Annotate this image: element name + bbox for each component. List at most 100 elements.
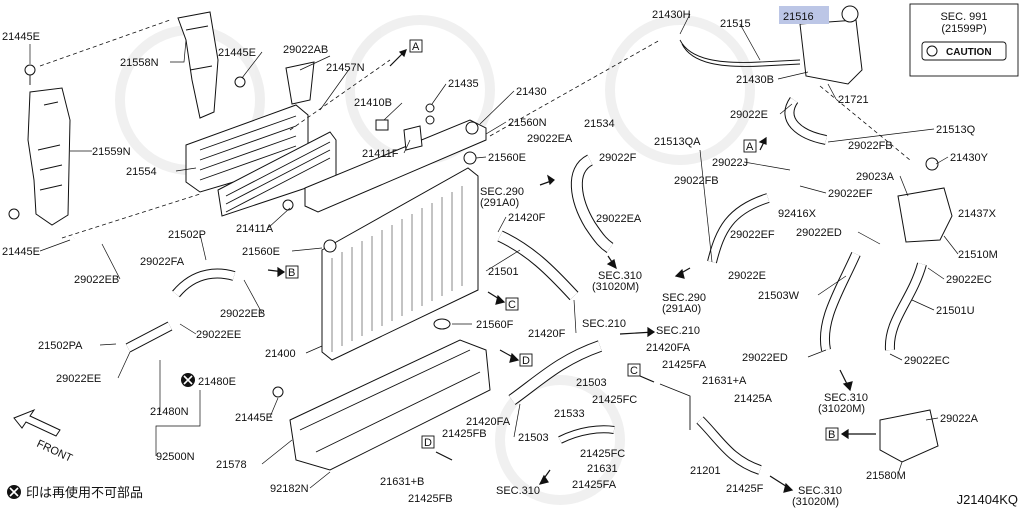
label-21534[interactable]: 21534 bbox=[584, 118, 615, 130]
mount-21560F[interactable] bbox=[433, 318, 451, 330]
label-21501[interactable]: 21501 bbox=[488, 266, 519, 278]
label-21430[interactable]: 21430 bbox=[516, 86, 547, 98]
label-29022EC-a[interactable]: 29022EC bbox=[946, 274, 992, 286]
label-21457N[interactable]: 21457N bbox=[326, 62, 365, 74]
label-21420FA-a[interactable]: 21420FA bbox=[646, 342, 691, 354]
label-21425FB-a[interactable]: 21425FB bbox=[442, 428, 487, 440]
reservoir-tank-21510M[interactable] bbox=[897, 187, 953, 243]
label-SEC310-d2[interactable]: (31020M) bbox=[818, 403, 865, 415]
hose-21502P[interactable] bbox=[172, 268, 236, 298]
mount-21560E-a[interactable] bbox=[463, 151, 477, 165]
label-21533[interactable]: 21533 bbox=[554, 408, 585, 420]
label-29022F[interactable]: 29022F bbox=[599, 152, 637, 164]
label-21631B[interactable]: 21631+B bbox=[380, 476, 424, 488]
label-21560N[interactable]: 21560N bbox=[508, 117, 547, 129]
label-29022FB-a[interactable]: 29022FB bbox=[848, 140, 893, 152]
label-21559N[interactable]: 21559N bbox=[92, 146, 131, 158]
hose-21534[interactable] bbox=[570, 154, 614, 253]
bolt-21411A[interactable] bbox=[282, 199, 294, 211]
label-29022EF-b[interactable]: 29022EF bbox=[730, 229, 775, 241]
under-cover-21578[interactable] bbox=[289, 339, 491, 471]
label-21430H[interactable]: 21430H bbox=[652, 9, 691, 21]
pump-21580M[interactable] bbox=[879, 409, 939, 463]
label-21554[interactable]: 21554 bbox=[126, 166, 157, 178]
reservoir-tank-21721[interactable] bbox=[799, 19, 863, 85]
label-21445E-b[interactable]: 21445E bbox=[218, 47, 256, 59]
label-21430Y[interactable]: 21430Y bbox=[950, 152, 989, 164]
clip-21410B[interactable] bbox=[375, 119, 389, 131]
air-guide-21559N[interactable] bbox=[27, 87, 71, 226]
label-21558N[interactable]: 21558N bbox=[120, 57, 159, 69]
label-21560E-b[interactable]: 21560E bbox=[242, 246, 280, 258]
label-21578[interactable]: 21578 bbox=[216, 459, 247, 471]
label-SEC290-a[interactable]: SEC.290 bbox=[480, 186, 524, 198]
label-21502PA[interactable]: 21502PA bbox=[38, 340, 83, 352]
label-SEC310-c2[interactable]: (31020M) bbox=[792, 496, 839, 508]
label-29022FB-b[interactable]: 29022FB bbox=[674, 175, 719, 187]
label-SEC290-a2[interactable]: (291A0) bbox=[480, 197, 519, 209]
pipe-21425FA[interactable] bbox=[659, 383, 691, 430]
label-29022ED-b[interactable]: 29022ED bbox=[742, 352, 788, 364]
label-21480N[interactable]: 21480N bbox=[150, 406, 189, 418]
label-SEC310-a[interactable]: SEC.310 bbox=[598, 270, 642, 282]
label-29022ED-a[interactable]: 29022ED bbox=[796, 227, 842, 239]
clip-21445E-mid[interactable] bbox=[234, 76, 246, 88]
label-21560E-a[interactable]: 21560E bbox=[488, 152, 526, 164]
label-21430B[interactable]: 21430B bbox=[736, 74, 774, 86]
label-29022EC-b[interactable]: 29022EC bbox=[904, 355, 950, 367]
label-21513Q[interactable]: 21513Q bbox=[936, 124, 976, 136]
label-21420F-a[interactable]: 21420F bbox=[508, 212, 546, 224]
pipe-21480N[interactable] bbox=[125, 321, 173, 353]
air-guide-21558N[interactable] bbox=[177, 11, 219, 119]
clip-21445E-cover[interactable] bbox=[272, 386, 284, 398]
label-SEC290-b2[interactable]: (291A0) bbox=[662, 303, 701, 315]
label-21425FC-b[interactable]: 21425FC bbox=[580, 448, 625, 460]
label-21510M[interactable]: 21510M bbox=[958, 249, 998, 261]
label-21400[interactable]: 21400 bbox=[265, 348, 296, 360]
label-29022EE-a[interactable]: 29022EE bbox=[196, 329, 241, 341]
label-SEC310-a2[interactable]: (31020M) bbox=[592, 281, 639, 293]
label-29022EB-a[interactable]: 29022EB bbox=[74, 274, 119, 286]
label-21420FA-b[interactable]: 21420FA bbox=[466, 416, 511, 428]
bolt-21435[interactable] bbox=[425, 103, 435, 125]
label-29022EA-b[interactable]: 29022EA bbox=[596, 213, 642, 225]
label-21503-b[interactable]: 21503 bbox=[518, 432, 549, 444]
label-29022J[interactable]: 29022J bbox=[712, 157, 748, 169]
label-21502P[interactable]: 21502P bbox=[168, 229, 206, 241]
radiator-21400[interactable] bbox=[304, 119, 487, 361]
label-21631[interactable]: 21631 bbox=[587, 463, 618, 475]
label-21201[interactable]: 21201 bbox=[690, 465, 721, 477]
hose-21501[interactable] bbox=[497, 230, 579, 301]
label-21410B[interactable]: 21410B bbox=[354, 97, 392, 109]
hose-21513Q[interactable] bbox=[784, 97, 828, 145]
label-21503W[interactable]: 21503W bbox=[758, 290, 800, 302]
label-29022E-a[interactable]: 29022E bbox=[730, 109, 768, 121]
label-29022A[interactable]: 29022A bbox=[940, 413, 979, 425]
hose-21503W[interactable] bbox=[819, 251, 861, 351]
label-21437X[interactable]: 21437X bbox=[958, 208, 997, 220]
label-21425FA-b[interactable]: 21425FA bbox=[572, 479, 617, 491]
label-21411F[interactable]: 21411F bbox=[362, 148, 399, 160]
label-SEC210-b[interactable]: SEC.210 bbox=[656, 325, 700, 337]
label-21501U[interactable]: 21501U bbox=[936, 305, 975, 317]
label-SEC310-b[interactable]: SEC.310 bbox=[496, 485, 540, 497]
label-21580M[interactable]: 21580M bbox=[866, 470, 906, 482]
label-21411A[interactable]: 21411A bbox=[236, 223, 274, 235]
clip-21445E-bottom[interactable] bbox=[8, 208, 20, 220]
label-29022EA-a[interactable]: 29022EA bbox=[527, 133, 573, 145]
cap-21430Y[interactable] bbox=[925, 157, 939, 171]
clip-21445E-top[interactable] bbox=[24, 64, 36, 85]
condenser-21457N[interactable] bbox=[217, 131, 337, 217]
label-29022EB-b[interactable]: 29022EB bbox=[220, 308, 265, 320]
label-21445E-d[interactable]: 21445E bbox=[235, 412, 273, 424]
label-21445E-c[interactable]: 21445E bbox=[2, 246, 40, 258]
hose-21502PA[interactable] bbox=[53, 234, 125, 350]
label-92182N[interactable]: 92182N bbox=[270, 483, 309, 495]
hose-21503[interactable] bbox=[508, 340, 603, 405]
label-21480E[interactable]: 21480E bbox=[198, 376, 236, 388]
pipe-21515[interactable] bbox=[679, 39, 801, 67]
label-SEC310-c[interactable]: SEC.310 bbox=[798, 485, 842, 497]
hose-21513QA[interactable] bbox=[707, 193, 770, 264]
label-29022AB[interactable]: 29022AB bbox=[283, 44, 328, 56]
label-29022EE-b[interactable]: 29022EE bbox=[56, 373, 101, 385]
